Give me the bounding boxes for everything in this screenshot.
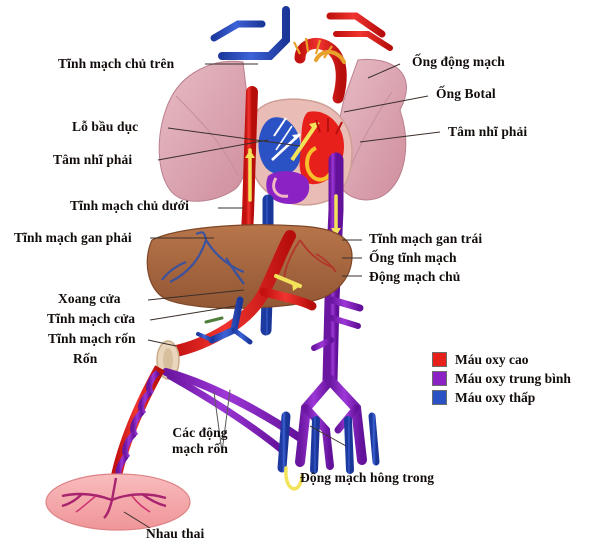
legend-label-low-oxygen: Máu oxy thấp [455,389,536,405]
label-portal-sinus: Xoang cửa [58,291,121,306]
placenta-organ [45,473,191,531]
label-botal-duct: Ống Botal [436,86,496,101]
great-vessels-top [210,6,393,104]
umbilical-cord [110,365,165,480]
leader-lines [123,63,441,529]
portal-umbilical-vessels [166,230,317,358]
legend-item: Máu oxy thấp [432,388,571,407]
legend-swatch-low-oxygen [432,390,447,405]
legend-label-high-oxygen: Máu oxy cao [455,351,529,367]
label-right-atrium-right: Tâm nhĩ phải [448,124,528,139]
label-internal-iliac-artery: Động mạch hông trong [300,470,435,485]
legend: Máu oxy cao Máu oxy trung bình Máu oxy t… [432,350,571,407]
legend-swatch-high-oxygen [432,352,447,367]
label-superior-vena-cava: Tĩnh mạch chủ trên [58,56,175,71]
right-ventricle-chamber [266,171,310,204]
liver-organ [146,224,353,309]
legend-label-medium-oxygen: Máu oxy trung bình [455,370,571,386]
label-umbilicus: Rốn [73,351,98,366]
label-inferior-vena-cava: Tĩnh mạch chủ dưới [70,198,190,213]
legend-swatch-medium-oxygen [432,371,447,386]
label-umbilical-arteries: Các động mạch rốn [172,425,228,456]
label-aorta: Động mạch chủ [369,269,461,284]
right-atrium-chamber [258,117,302,175]
legend-item: Máu oxy trung bình [432,369,571,388]
label-ductus-arteriosus: Ống động mạch [412,54,505,69]
pelvic-vessels [277,375,380,491]
label-ductus-venosus: Ống tĩnh mạch [369,250,457,265]
label-umbilical-vein: Tĩnh mạch rốn [48,331,136,346]
label-foramen-ovale: Lỗ bầu dục [72,119,139,134]
label-placenta: Nhau thai [146,526,205,541]
legend-item: Máu oxy cao [432,350,571,369]
label-right-hepatic-vein: Tĩnh mạch gan phải [14,230,132,245]
label-right-atrium-left: Tâm nhĩ phải [53,152,133,167]
label-portal-vein: Tĩnh mạch cửa [47,311,136,326]
label-left-hepatic-vein: Tĩnh mạch gan trái [369,231,483,246]
